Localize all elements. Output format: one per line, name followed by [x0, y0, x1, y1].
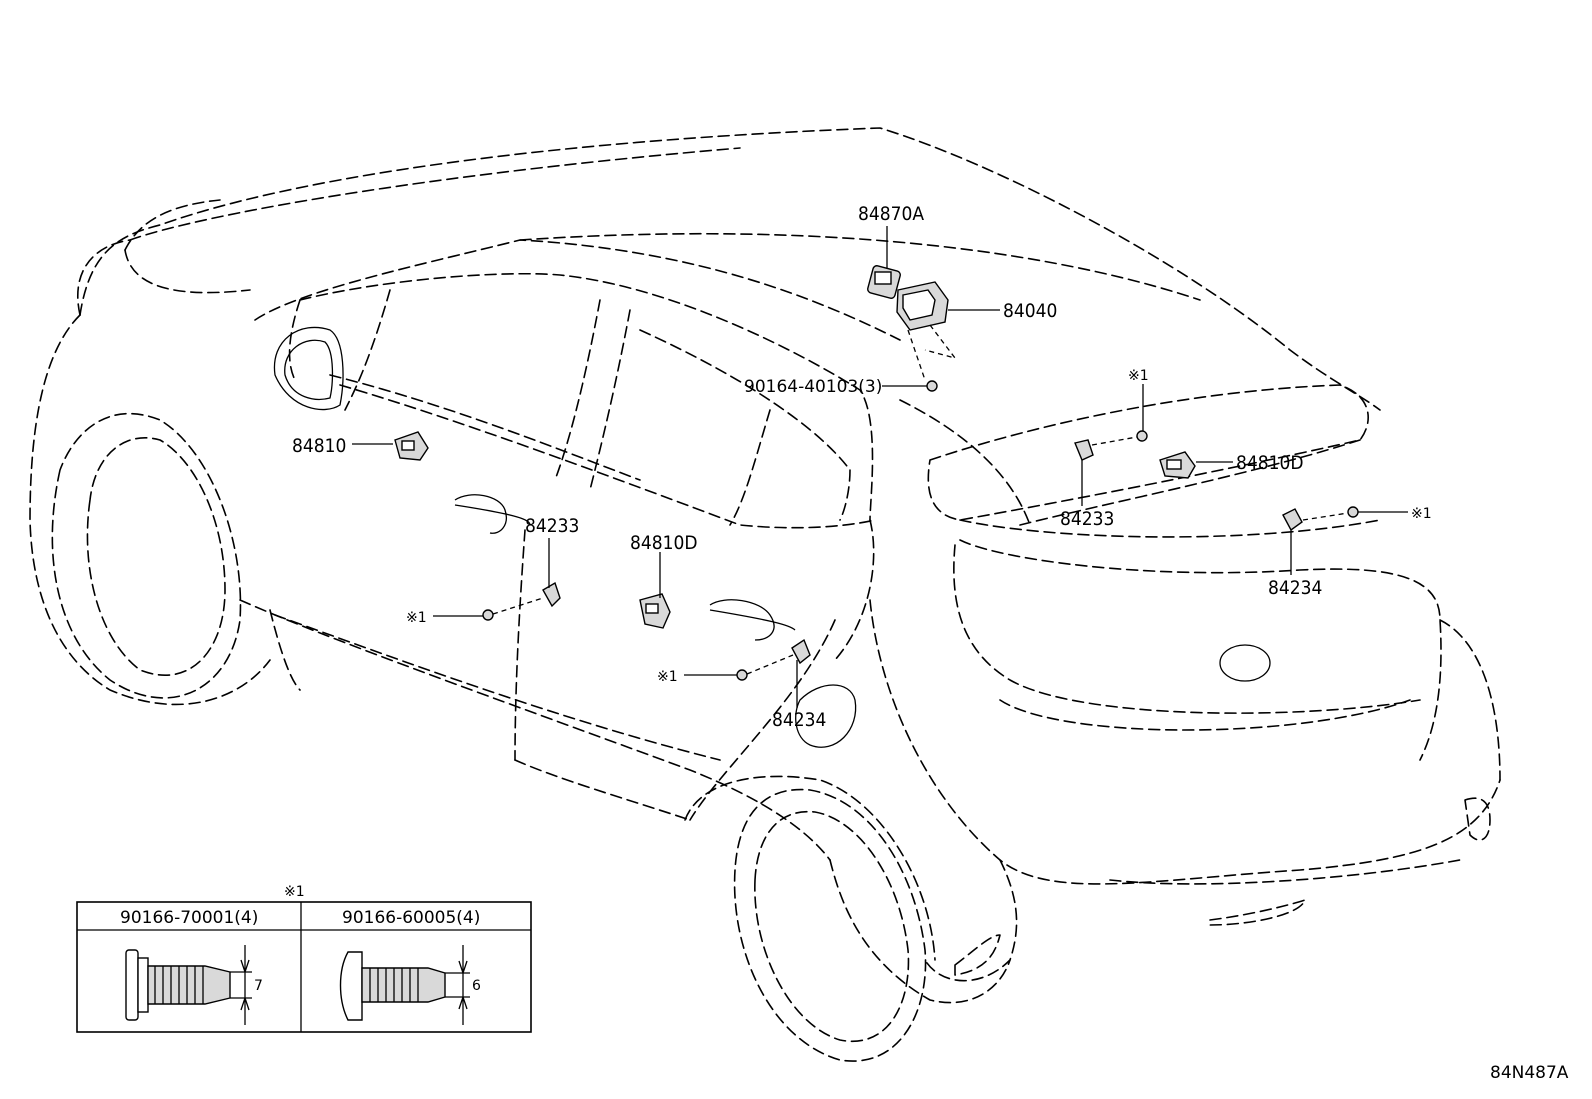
part-84810-shape	[394, 431, 429, 461]
inset-col2-dim: 6	[472, 978, 481, 994]
part-84810D-rear-shape	[1159, 451, 1196, 479]
callout-84810D-rear: 84810D	[1236, 452, 1304, 474]
inset-note: ※1	[284, 884, 305, 900]
screw-90166-60005-drawing	[339, 945, 470, 1025]
part-84233-left-shape	[542, 581, 561, 608]
part-84870A-shape	[867, 265, 901, 299]
callout-84233-left: 84233	[525, 515, 579, 537]
inset-col2-part: 90166-60005(4)	[342, 908, 480, 928]
inset-col1-dim: 7	[254, 978, 263, 994]
part-screw-right	[1347, 506, 1359, 518]
callout-note1-mid: ※1	[657, 669, 678, 685]
callout-90164-40103: 90164-40103(3)	[744, 377, 882, 397]
callout-84870A: 84870A	[858, 203, 924, 225]
figure-code: 84N487A	[1490, 1063, 1569, 1083]
callout-84233-rear: 84233	[1060, 508, 1114, 530]
part-screw-roof	[1136, 430, 1148, 442]
part-84234-door-shape	[791, 638, 811, 665]
callout-84810: 84810	[292, 435, 346, 457]
part-90164-screw	[926, 380, 938, 392]
part-84233-rear-shape	[1074, 439, 1094, 461]
part-84040-shape	[896, 281, 957, 381]
callout-84810D-door: 84810D	[630, 532, 698, 554]
callout-84234-door: 84234	[772, 709, 826, 731]
callout-84234-rear: 84234	[1268, 577, 1322, 599]
inset-col1-part: 90166-70001(4)	[120, 908, 258, 928]
part-screw-left	[482, 609, 494, 621]
part-84810D-door-shape	[639, 593, 671, 629]
callout-84040: 84040	[1003, 300, 1057, 322]
screw-90166-70001-drawing	[125, 945, 252, 1025]
car-body-outline	[29, 127, 1501, 1062]
callout-note1-roof: ※1	[1128, 368, 1149, 384]
callout-note1-left: ※1	[406, 610, 427, 626]
part-84234-rear-shape	[1282, 508, 1303, 532]
part-screw-mid	[736, 669, 748, 681]
leader-lines	[352, 226, 1408, 708]
screw-inset-table: ※1 90166-70001(4) 90166-60005(4) 7	[76, 884, 532, 1033]
callout-note1-right: ※1	[1411, 506, 1432, 522]
